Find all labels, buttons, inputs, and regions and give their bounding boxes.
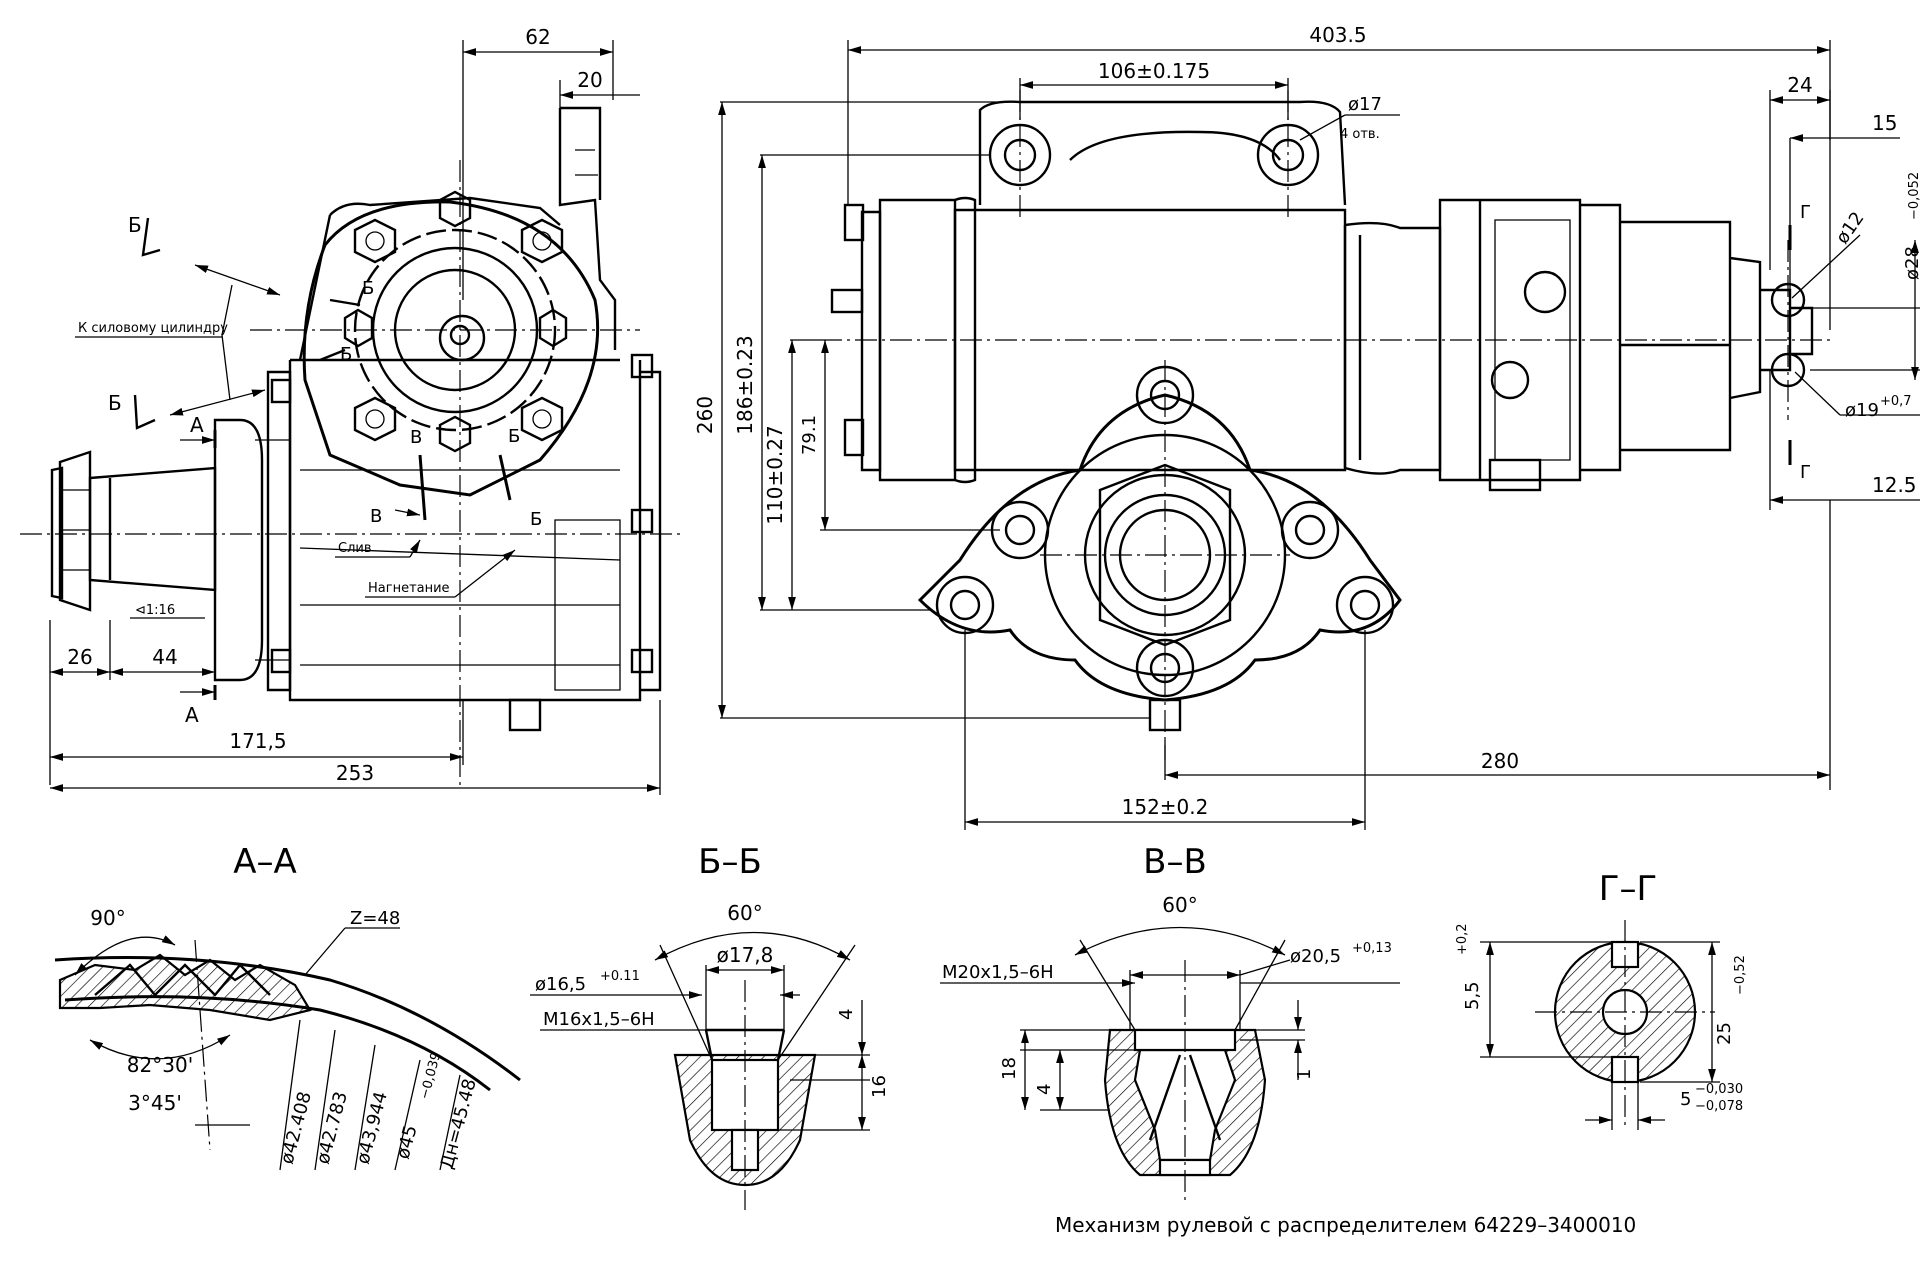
- side-view-dimensions: 62 20 26 44 171,5 253 ⊲1:16 А А Б Б Б Б …: [49, 25, 661, 795]
- v-label-1: В: [410, 427, 422, 448]
- cut-b-bottom: Б: [108, 391, 122, 415]
- cut-g-top: Г: [1800, 202, 1811, 223]
- gg-dim-25-tol: −0,52: [1733, 955, 1748, 995]
- bb-d17-8: ø17,8: [717, 943, 774, 967]
- taper-label: ⊲1:16: [135, 603, 175, 618]
- bb-angle-60: 60°: [727, 901, 762, 925]
- dim-253: 253: [336, 761, 374, 785]
- b-label-2: Б: [340, 344, 352, 365]
- aa-dn: Дн=45.48: [437, 1077, 481, 1172]
- aa-angle-3: 3°45': [128, 1091, 182, 1115]
- section-v-v: В–В 60° ø20,5 +0,13 M20x1,5–6H 18 4 1: [940, 842, 1400, 1200]
- bb-thread: M16x1,5–6H: [543, 1009, 655, 1030]
- b-label-3: Б: [508, 426, 520, 447]
- vv-d20-5-tol: +0,13: [1352, 941, 1392, 956]
- gg-dim-5-5: 5,5: [1462, 981, 1483, 1010]
- dim-79-1: 79.1: [799, 415, 820, 455]
- section-a-a: А–А 90° Z=48 82°30' 3°45' ø42.408 ø42.78…: [54, 842, 521, 1172]
- dim-d28-tol: −0,052: [1907, 172, 1922, 220]
- bb-d16-5: ø16,5: [535, 974, 586, 995]
- aa-angle-82: 82°30': [127, 1053, 193, 1077]
- cut-a-top: А: [190, 413, 204, 437]
- pressure-label: Нагнетание: [368, 581, 450, 596]
- section-a-a-title: А–А: [233, 842, 297, 882]
- dim-260: 260: [693, 396, 717, 434]
- dim-62: 62: [525, 25, 550, 49]
- holes-count: 4 отв.: [1340, 127, 1380, 142]
- dim-d17: ø17: [1348, 94, 1382, 115]
- vv-dim-18: 18: [999, 1057, 1020, 1080]
- dim-20: 20: [577, 68, 602, 92]
- front-view: [820, 90, 1830, 760]
- dim-26: 26: [67, 645, 92, 669]
- gg-dim-5-tol1: −0,030: [1695, 1082, 1743, 1097]
- gg-dim-5-tol2: −0,078: [1695, 1099, 1743, 1114]
- cut-a-bottom: А: [185, 703, 199, 727]
- section-b-b-title: Б–Б: [698, 842, 762, 882]
- aa-d42-783: ø42.783: [313, 1089, 352, 1166]
- drain-label: Слив: [338, 541, 372, 556]
- v-label-2: В: [370, 506, 382, 527]
- dim-24: 24: [1787, 73, 1812, 97]
- dim-d19-tol: +0,7: [1880, 394, 1912, 409]
- b-label-4: Б: [530, 509, 542, 530]
- section-v-v-title: В–В: [1143, 842, 1207, 882]
- b-label-1: Б: [362, 278, 374, 299]
- front-view-dimensions: 403.5 106±0.175 ø17 4 отв. 24 15 ø28 −0,…: [693, 23, 1923, 830]
- aa-angle-90: 90°: [90, 906, 125, 930]
- dim-12-5: 12.5: [1872, 473, 1917, 497]
- gg-dim-5-5-tol: +0,2: [1455, 923, 1470, 955]
- side-view: [20, 106, 680, 790]
- aa-d43-944: ø43,944: [353, 1089, 392, 1166]
- drawing-caption: Механизм рулевой с распределителем 64229…: [1055, 1213, 1636, 1237]
- vv-angle-60: 60°: [1162, 893, 1197, 917]
- dim-106: 106±0.175: [1098, 59, 1210, 83]
- cut-b-top: Б: [128, 213, 142, 237]
- dim-d19: ø19: [1845, 400, 1879, 421]
- dim-d12: ø12: [1832, 208, 1869, 248]
- aa-d42-408: ø42.408: [277, 1089, 316, 1166]
- bolt-heads: [343, 190, 568, 453]
- vv-d20-5: ø20,5: [1290, 946, 1341, 967]
- vv-thread: M20x1,5–6H: [942, 962, 1054, 983]
- bb-d16-5-tol: +0.11: [600, 969, 640, 984]
- bb-dim-4: 4: [836, 1009, 857, 1020]
- dim-d28: ø28: [1902, 246, 1923, 280]
- to-cylinder-label: К силовому цилиндру: [78, 321, 228, 336]
- dim-186: 186±0.23: [733, 335, 757, 434]
- cut-g-bottom: Г: [1800, 462, 1811, 483]
- aa-d45-tol: −0,039: [417, 1051, 444, 1101]
- aa-d45: ø45: [393, 1123, 422, 1161]
- aa-z48: Z=48: [350, 908, 400, 929]
- dim-171-5: 171,5: [229, 729, 286, 753]
- bb-dim-16: 16: [869, 1075, 890, 1098]
- dim-110: 110±0.27: [763, 425, 787, 524]
- dim-403-5: 403.5: [1309, 23, 1366, 47]
- gg-dim-25: 25: [1714, 1022, 1735, 1045]
- vv-dim-4: 4: [1034, 1084, 1055, 1095]
- section-b-b: Б–Б 60° ø17,8 ø16,5 +0.11 M16x1,5–6H 4 1…: [530, 842, 890, 1210]
- dim-280: 280: [1481, 749, 1519, 773]
- dim-152: 152±0.2: [1122, 795, 1209, 819]
- section-g-g-title: Г–Г: [1599, 869, 1657, 909]
- dim-15: 15: [1872, 111, 1897, 135]
- dim-44: 44: [152, 645, 177, 669]
- gg-dim-5: 5: [1680, 1089, 1691, 1110]
- section-g-g: Г–Г 5,5 +0,2 25 −0,52 5 −0,030 −0,078: [1455, 869, 1748, 1130]
- vv-dim-1: 1: [1294, 1069, 1315, 1080]
